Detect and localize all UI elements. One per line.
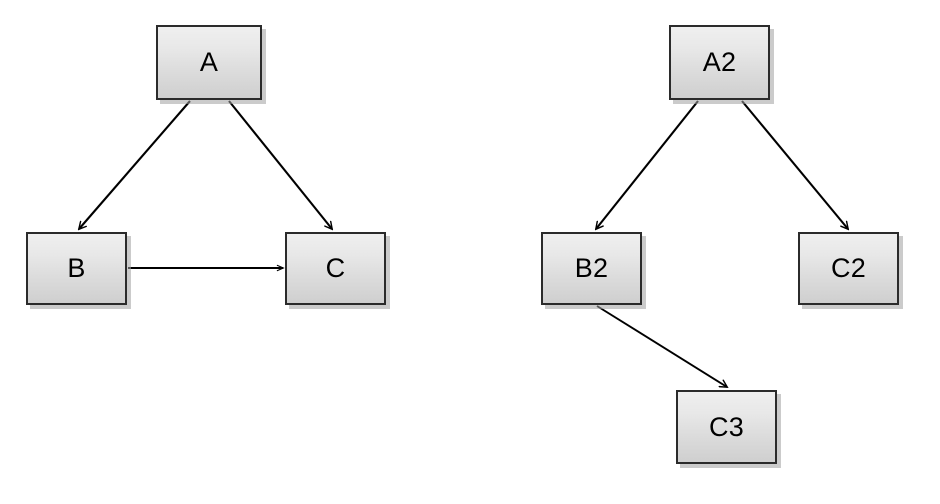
edge-A-to-C <box>228 100 332 229</box>
node-label-A: A <box>199 47 219 77</box>
node-A[interactable]: A <box>156 25 262 100</box>
edge-B2-to-C3 <box>596 305 727 387</box>
node-A2[interactable]: A2 <box>669 25 770 100</box>
edge-A-to-B <box>79 100 191 229</box>
edge-A2-to-B2 <box>596 100 699 229</box>
edge-A2-to-C2 <box>741 100 848 229</box>
node-label-C3: C3 <box>708 411 745 442</box>
node-label-C: C <box>325 253 346 283</box>
node-B[interactable]: B <box>26 232 127 305</box>
node-label-A2: A2 <box>702 47 737 77</box>
node-B2[interactable]: B2 <box>541 232 642 305</box>
node-label-C2: C2 <box>830 253 867 283</box>
node-C2[interactable]: C2 <box>798 232 899 305</box>
node-label-B2: B2 <box>574 253 609 283</box>
node-C[interactable]: C <box>285 232 386 305</box>
node-C3[interactable]: C3 <box>676 390 777 464</box>
node-label-B: B <box>67 253 86 283</box>
